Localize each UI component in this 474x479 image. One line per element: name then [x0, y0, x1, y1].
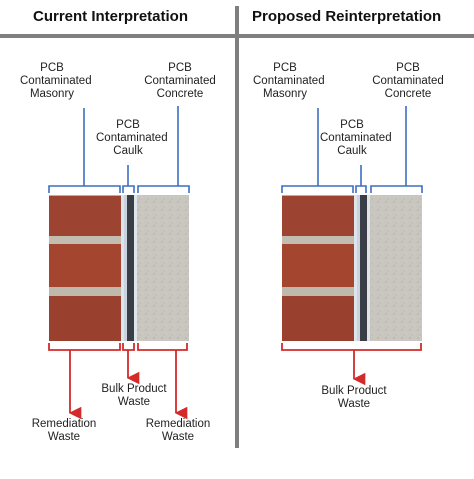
left-caulk-bracket	[122, 185, 135, 193]
left-caulk-red-bracket	[122, 343, 135, 351]
left-concrete	[137, 195, 189, 341]
left-wall-section	[49, 195, 189, 341]
right-brick-3	[282, 296, 354, 341]
left-masonry-label: PCB Contaminated Masonry	[20, 62, 92, 100]
right-brick-2	[282, 244, 354, 287]
right-bulk-product-waste-label: Bulk Product Waste	[321, 385, 387, 410]
left-concrete-bracket	[137, 185, 190, 193]
left-concrete-label: PCB Contaminated Concrete	[144, 62, 216, 100]
left-concrete-red-bracket	[137, 343, 188, 351]
left-caulk-label: PCB Contaminated Caulk	[96, 119, 168, 157]
right-concrete-bracket	[370, 185, 423, 193]
right-masonry-label: PCB Contaminated Masonry	[253, 62, 325, 100]
right-wall-section	[282, 195, 422, 341]
right-caulk-label: PCB Contaminated Caulk	[320, 119, 392, 157]
left-brick-2	[49, 244, 121, 287]
right-combined-red-bracket	[281, 343, 422, 351]
right-concrete	[370, 195, 422, 341]
left-brick-1	[49, 196, 121, 236]
left-panel-title: Current Interpretation	[33, 8, 189, 25]
left-masonry-red-bracket	[48, 343, 121, 351]
left-brick-3	[49, 296, 121, 341]
right-concrete-label: PCB Contaminated Concrete	[372, 62, 444, 100]
left-bulk-product-waste-label: Bulk Product Waste	[101, 383, 167, 408]
right-brick-1	[282, 196, 354, 236]
right-panel-title: Proposed Reinterpretation	[252, 8, 442, 25]
right-masonry-bracket	[281, 185, 354, 193]
left-masonry-bracket	[48, 185, 121, 193]
right-caulk-bracket	[355, 185, 367, 193]
left-remediation-waste-label: Remediation Waste	[31, 418, 97, 443]
right-side-remediation-waste-label: Remediation Waste	[145, 418, 211, 443]
